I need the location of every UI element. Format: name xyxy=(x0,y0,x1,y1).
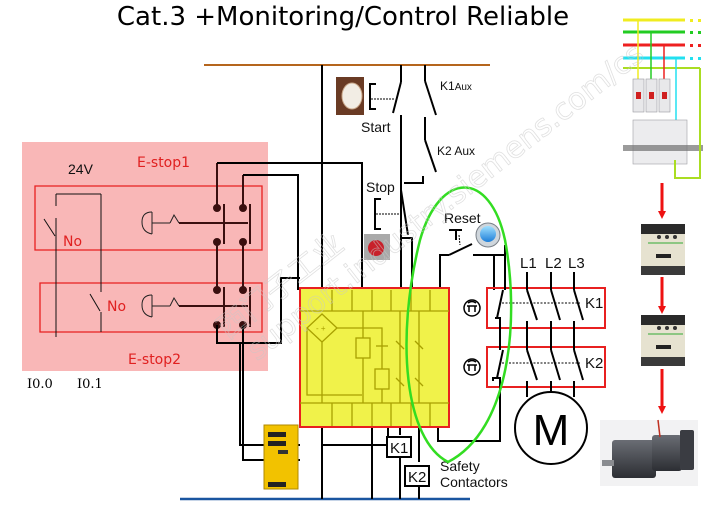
contactor-photo-1 xyxy=(641,224,685,275)
safety-contactors-label-2: Contactors xyxy=(440,474,508,490)
estop1-label: E-stop1 xyxy=(137,155,190,171)
contactor-k2-label: K2 xyxy=(585,355,603,372)
coil-k1 xyxy=(386,436,412,458)
plc-input-contacts xyxy=(43,193,102,337)
contactor-feedback-icons xyxy=(463,299,481,376)
k2-aux-label: K2 Aux xyxy=(437,144,475,158)
contactor-k1-label: K1 xyxy=(585,295,603,312)
k1-aux-label-main: K1 xyxy=(440,79,455,93)
safety-relay: - + xyxy=(299,287,450,428)
stop-button xyxy=(364,198,403,260)
input2-label: I0.1 xyxy=(77,377,103,392)
estop-panel xyxy=(22,142,268,371)
contactor-mechanical-links xyxy=(502,302,580,364)
coil-k2 xyxy=(404,465,430,487)
voltage-label: 24V xyxy=(68,161,94,177)
contact1-label: No xyxy=(63,234,82,250)
estop2-label: E-stop2 xyxy=(128,352,181,368)
contactor-k2-frame xyxy=(486,346,606,388)
safety-relay-photo xyxy=(263,424,299,490)
distribution-board-photo xyxy=(623,18,703,179)
reset-button xyxy=(458,222,501,248)
coil-k1-label: K1 xyxy=(390,440,408,457)
power-wiring xyxy=(492,254,584,397)
phase-l1-label: L1 xyxy=(520,255,537,272)
start-button xyxy=(336,77,394,115)
estop1-frame xyxy=(34,185,263,251)
contactor-photo-2 xyxy=(641,315,685,366)
k1-aux-label: K1Aux xyxy=(440,79,472,93)
svg-text:- +: - + xyxy=(316,324,326,333)
k1-aux-label-suffix: Aux xyxy=(455,82,472,93)
estop2-frame xyxy=(39,282,263,333)
estop1-mushroom-icon xyxy=(141,211,248,235)
start-label: Start xyxy=(361,119,391,135)
phase-l2-label: L2 xyxy=(545,255,562,272)
estop2-mushroom-icon xyxy=(141,294,248,318)
input1-label: I0.0 xyxy=(27,377,53,392)
contact2-label: No xyxy=(107,299,126,315)
reset-label: Reset xyxy=(444,210,481,226)
stop-label: Stop xyxy=(366,179,395,195)
diagram-title: Cat.3 +Monitoring/Control Reliable xyxy=(117,2,569,32)
coil-k2-label: K2 xyxy=(408,469,426,486)
motor-label: M xyxy=(533,406,570,455)
motor-symbol xyxy=(514,391,588,465)
estop-contacts xyxy=(213,163,251,329)
phase-l3-label: L3 xyxy=(568,255,585,272)
contactor-k1-frame xyxy=(486,287,606,329)
motor-photo xyxy=(600,419,698,486)
monitoring-loop-highlight xyxy=(405,186,513,464)
